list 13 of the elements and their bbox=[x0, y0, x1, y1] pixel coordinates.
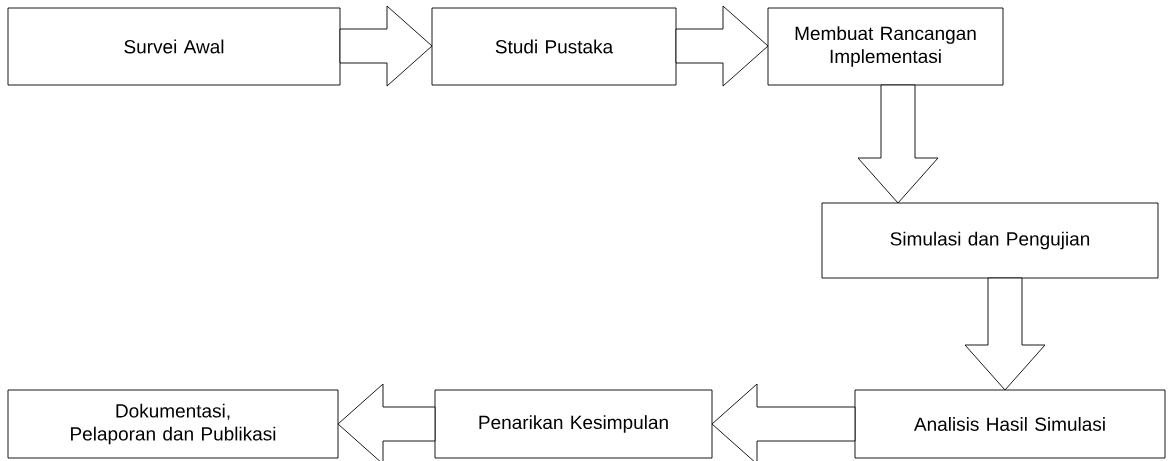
block-arrow bbox=[675, 5, 769, 87]
block-arrow bbox=[711, 383, 856, 461]
block-arrow bbox=[337, 383, 436, 461]
process-box: Penarikan Kesimpulan bbox=[434, 389, 713, 459]
block-arrow bbox=[339, 5, 433, 87]
process-box: Simulasi dan Pengujian bbox=[821, 202, 1159, 279]
process-box: Studi Pustaka bbox=[431, 7, 677, 86]
process-box: Dokumentasi, Pelaporan dan Publikasi bbox=[7, 389, 339, 459]
process-box: Survei Awal bbox=[7, 7, 341, 86]
block-arrow bbox=[857, 84, 939, 204]
process-box: Membuat Rancangan Implementasi bbox=[767, 7, 1004, 86]
block-arrow bbox=[964, 277, 1046, 391]
process-box: Analisis Hasil Simulasi bbox=[854, 389, 1166, 459]
